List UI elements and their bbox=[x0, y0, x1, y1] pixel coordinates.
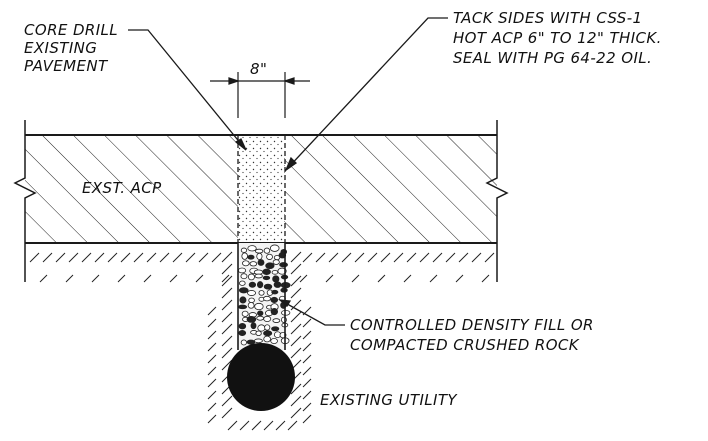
existing-utility-pipe bbox=[227, 343, 295, 411]
utility-label: EXISTING UTILITY bbox=[320, 391, 458, 409]
fill-line-1: CONTROLLED DENSITY FILL OR bbox=[350, 316, 594, 334]
fill-label: CONTROLLED DENSITY FILL OR COMPACTED CRU… bbox=[350, 316, 599, 354]
pavement-layer bbox=[25, 134, 497, 244]
core-drill-line-2: EXISTING bbox=[24, 39, 97, 57]
break-line-left bbox=[13, 120, 37, 282]
tack-line-3: SEAL WITH PG 64-22 OIL. bbox=[453, 49, 652, 67]
subgrade-hatch bbox=[29, 251, 495, 431]
core-drill-line-3: PAVEMENT bbox=[24, 57, 109, 75]
tack-line-1: TACK SIDES WITH CSS-1 bbox=[453, 9, 642, 27]
fill-line-2: COMPACTED CRUSHED ROCK bbox=[350, 336, 580, 354]
fill-leader bbox=[278, 299, 345, 326]
tack-line-2: HOT ACP 6" TO 12" THICK. bbox=[453, 29, 662, 47]
break-line-right bbox=[485, 120, 509, 282]
crushed-rock-texture bbox=[237, 244, 291, 346]
core-drill-line-1: CORE DRILL bbox=[24, 21, 118, 39]
tack-sides-leader bbox=[284, 17, 448, 172]
core-drill-leader bbox=[128, 29, 247, 151]
width-dimension bbox=[210, 72, 310, 118]
hot-acp-patch bbox=[238, 135, 285, 243]
pavement-label: EXST. ACP bbox=[82, 179, 162, 197]
fill-column bbox=[237, 243, 291, 350]
width-dimension-label: 8" bbox=[250, 60, 267, 78]
core-drill-label: CORE DRILL EXISTING PAVEMENT bbox=[24, 21, 123, 75]
tack-sides-label: TACK SIDES WITH CSS-1 HOT ACP 6" TO 12" … bbox=[453, 9, 667, 67]
